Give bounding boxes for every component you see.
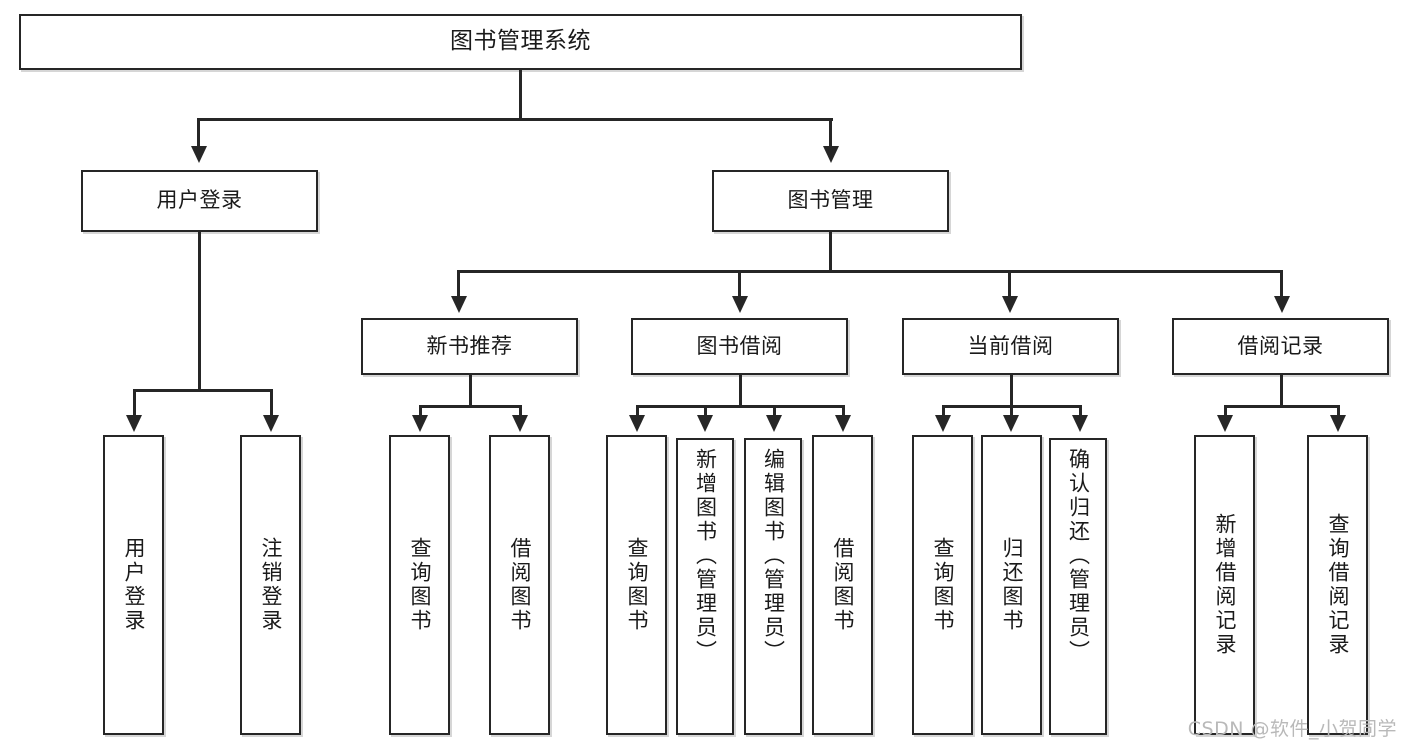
leaf-nbr-query-book[interactable]: 查询图书 bbox=[389, 435, 450, 735]
node-label: 归还图书 bbox=[1000, 537, 1024, 633]
arrowhead-current-borrow bbox=[1002, 296, 1018, 313]
connector-book-management-bus bbox=[457, 270, 1282, 273]
connector-root-drop-right bbox=[829, 118, 832, 148]
leaf-cb-confirm-return-admin[interactable]: 确认归还（管理员） bbox=[1049, 438, 1107, 735]
connector-cb-drop-1 bbox=[942, 405, 945, 417]
node-label: 新增借阅记录 bbox=[1213, 513, 1237, 657]
arrowhead-cb-leaf-2 bbox=[1003, 415, 1019, 432]
node-label: 用户登录 bbox=[122, 537, 146, 633]
connector-br-stem bbox=[1280, 375, 1283, 405]
arrowhead-book-borrow bbox=[732, 296, 748, 313]
connector-root-drop-left bbox=[197, 118, 200, 148]
node-label: 借阅图书 bbox=[508, 537, 532, 633]
connector-nbr-drop-2 bbox=[519, 405, 522, 417]
node-book-borrow[interactable]: 图书借阅 bbox=[631, 318, 848, 375]
node-label: 查询图书 bbox=[625, 537, 649, 633]
arrowhead-nbr-leaf-1 bbox=[412, 415, 428, 432]
connector-user-login-bus bbox=[133, 389, 270, 392]
connector-bm-drop-1 bbox=[457, 270, 460, 298]
arrowhead-br-leaf-2 bbox=[1330, 415, 1346, 432]
connector-cb-drop-3 bbox=[1079, 405, 1082, 417]
connector-bm-drop-2 bbox=[738, 270, 741, 298]
leaf-user-login-login[interactable]: 用户登录 bbox=[103, 435, 164, 735]
node-label: 查询借阅记录 bbox=[1326, 513, 1350, 657]
connector-root-bus bbox=[197, 118, 833, 121]
node-borrow-records[interactable]: 借阅记录 bbox=[1172, 318, 1389, 375]
node-label: 编辑图书（管理员） bbox=[761, 448, 786, 664]
connector-nbr-stem bbox=[469, 375, 472, 405]
node-new-book-recommend[interactable]: 新书推荐 bbox=[361, 318, 578, 375]
node-label: 查询图书 bbox=[408, 537, 432, 633]
node-label: 用户登录 bbox=[156, 188, 243, 213]
connector-bm-drop-3 bbox=[1008, 270, 1011, 298]
arrowhead-bb-leaf-2 bbox=[697, 415, 713, 432]
leaf-bb-query-book[interactable]: 查询图书 bbox=[606, 435, 667, 735]
node-user-login[interactable]: 用户登录 bbox=[81, 170, 318, 232]
node-label: 图书管理系统 bbox=[450, 28, 591, 55]
connector-cb-drop-2 bbox=[1010, 405, 1013, 417]
node-label: 确认归还（管理员） bbox=[1066, 448, 1091, 664]
connector-cb-stem bbox=[1010, 375, 1013, 405]
arrowhead-nbr-leaf-2 bbox=[512, 415, 528, 432]
node-label: 借阅图书 bbox=[831, 537, 855, 633]
arrowhead-cb-leaf-1 bbox=[935, 415, 951, 432]
arrowhead-user-login-leaf-2 bbox=[263, 415, 279, 432]
connector-bm-drop-4 bbox=[1280, 270, 1283, 298]
connector-user-login-drop-2 bbox=[270, 389, 273, 417]
arrowhead-bb-leaf-3 bbox=[766, 415, 782, 432]
arrowhead-bb-leaf-1 bbox=[629, 415, 645, 432]
leaf-bb-add-book-admin[interactable]: 新增图书（管理员） bbox=[676, 438, 734, 735]
connector-bb-drop-4 bbox=[842, 405, 845, 417]
leaf-nbr-borrow-book[interactable]: 借阅图书 bbox=[489, 435, 550, 735]
connector-br-drop-2 bbox=[1337, 405, 1340, 417]
node-label: 新增图书（管理员） bbox=[693, 448, 718, 664]
leaf-bb-borrow-book[interactable]: 借阅图书 bbox=[812, 435, 873, 735]
connector-book-management-stem bbox=[829, 232, 832, 270]
connector-br-bus bbox=[1224, 405, 1337, 408]
leaf-br-query-record[interactable]: 查询借阅记录 bbox=[1307, 435, 1368, 735]
connector-bb-bus bbox=[636, 405, 842, 408]
arrowhead-borrow-records bbox=[1274, 296, 1290, 313]
leaf-bb-edit-book-admin[interactable]: 编辑图书（管理员） bbox=[744, 438, 802, 735]
node-label: 图书管理 bbox=[787, 188, 874, 213]
node-root-book-management-system[interactable]: 图书管理系统 bbox=[19, 14, 1022, 70]
node-current-borrow[interactable]: 当前借阅 bbox=[902, 318, 1119, 375]
node-book-management[interactable]: 图书管理 bbox=[712, 170, 949, 232]
arrowhead-bb-leaf-4 bbox=[835, 415, 851, 432]
connector-user-login-drop-1 bbox=[133, 389, 136, 417]
node-label: 当前借阅 bbox=[967, 333, 1054, 358]
arrowhead-new-book-recommend bbox=[451, 296, 467, 313]
leaf-cb-query-book[interactable]: 查询图书 bbox=[912, 435, 973, 735]
node-label: 注销登录 bbox=[259, 537, 283, 633]
connector-nbr-bus bbox=[419, 405, 519, 408]
connector-nbr-drop-1 bbox=[419, 405, 422, 417]
arrowhead-to-book-management bbox=[823, 146, 839, 163]
connector-bb-drop-1 bbox=[636, 405, 639, 417]
leaf-br-add-record[interactable]: 新增借阅记录 bbox=[1194, 435, 1255, 735]
connector-bb-drop-2 bbox=[704, 405, 707, 417]
connector-user-login-stem bbox=[198, 232, 201, 389]
arrowhead-cb-leaf-3 bbox=[1072, 415, 1088, 432]
connector-bb-stem bbox=[739, 375, 742, 405]
arrowhead-br-leaf-1 bbox=[1217, 415, 1233, 432]
leaf-cb-return-book[interactable]: 归还图书 bbox=[981, 435, 1042, 735]
node-label: 新书推荐 bbox=[426, 333, 513, 358]
arrowhead-to-user-login bbox=[191, 146, 207, 163]
leaf-user-login-logout[interactable]: 注销登录 bbox=[240, 435, 301, 735]
arrowhead-user-login-leaf-1 bbox=[126, 415, 142, 432]
node-label: 借阅记录 bbox=[1237, 333, 1324, 358]
connector-br-drop-1 bbox=[1224, 405, 1227, 417]
connector-root-stem bbox=[519, 70, 522, 118]
node-label: 查询图书 bbox=[931, 537, 955, 633]
node-label: 图书借阅 bbox=[696, 333, 783, 358]
connector-bb-drop-3 bbox=[773, 405, 776, 417]
